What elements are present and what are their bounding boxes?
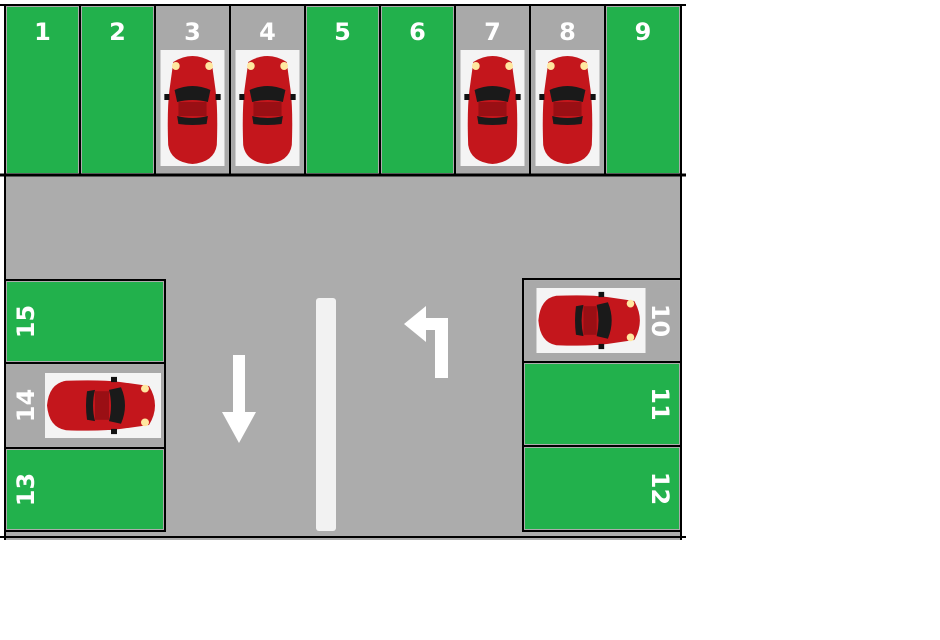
- lane-divider: [316, 298, 336, 531]
- parking-spot-2[interactable]: 2: [79, 4, 156, 176]
- spot-number-label: 9: [635, 18, 652, 46]
- parking-spot-13[interactable]: 13: [4, 447, 166, 532]
- spot-number-label: 4: [259, 18, 276, 46]
- car-icon: [45, 373, 161, 438]
- parking-spot-4[interactable]: 4: [229, 4, 306, 176]
- spot-number-label: 14: [12, 389, 40, 422]
- spot-number-label: 10: [646, 304, 674, 337]
- parking-spot-14[interactable]: 14: [4, 362, 166, 449]
- parking-spot-1[interactable]: 1: [4, 4, 81, 176]
- parking-spot-5[interactable]: 5: [304, 4, 381, 176]
- parking-spot-11[interactable]: 11: [522, 361, 682, 447]
- parking-spot-9[interactable]: 9: [604, 4, 682, 176]
- spot-number-label: 12: [646, 472, 674, 505]
- spot-number-label: 15: [12, 305, 40, 338]
- spot-number-label: 7: [484, 18, 501, 46]
- spot-number-label: 1: [34, 18, 51, 46]
- spot-number-label: 6: [409, 18, 426, 46]
- car-icon: [535, 50, 600, 166]
- spot-number-label: 8: [559, 18, 576, 46]
- parking-spot-12[interactable]: 12: [522, 445, 682, 532]
- parking-spot-7[interactable]: 7: [454, 4, 531, 176]
- spot-number-label: 13: [12, 473, 40, 506]
- spot-number-label: 2: [109, 18, 126, 46]
- spot-number-label: 5: [334, 18, 351, 46]
- spot-number-label: 11: [646, 387, 674, 420]
- car-icon: [460, 50, 525, 166]
- arrow-turn-left-icon: [404, 306, 448, 378]
- parking-spot-15[interactable]: 15: [4, 279, 166, 364]
- car-icon: [536, 288, 646, 353]
- parking-spot-8[interactable]: 8: [529, 4, 606, 176]
- parking-spot-10[interactable]: 10: [522, 278, 682, 363]
- arrow-down-icon: [222, 355, 256, 443]
- car-icon: [235, 50, 300, 166]
- parking-spot-6[interactable]: 6: [379, 4, 456, 176]
- car-icon: [160, 50, 225, 166]
- parking-spot-3[interactable]: 3: [154, 4, 231, 176]
- spot-number-label: 3: [184, 18, 201, 46]
